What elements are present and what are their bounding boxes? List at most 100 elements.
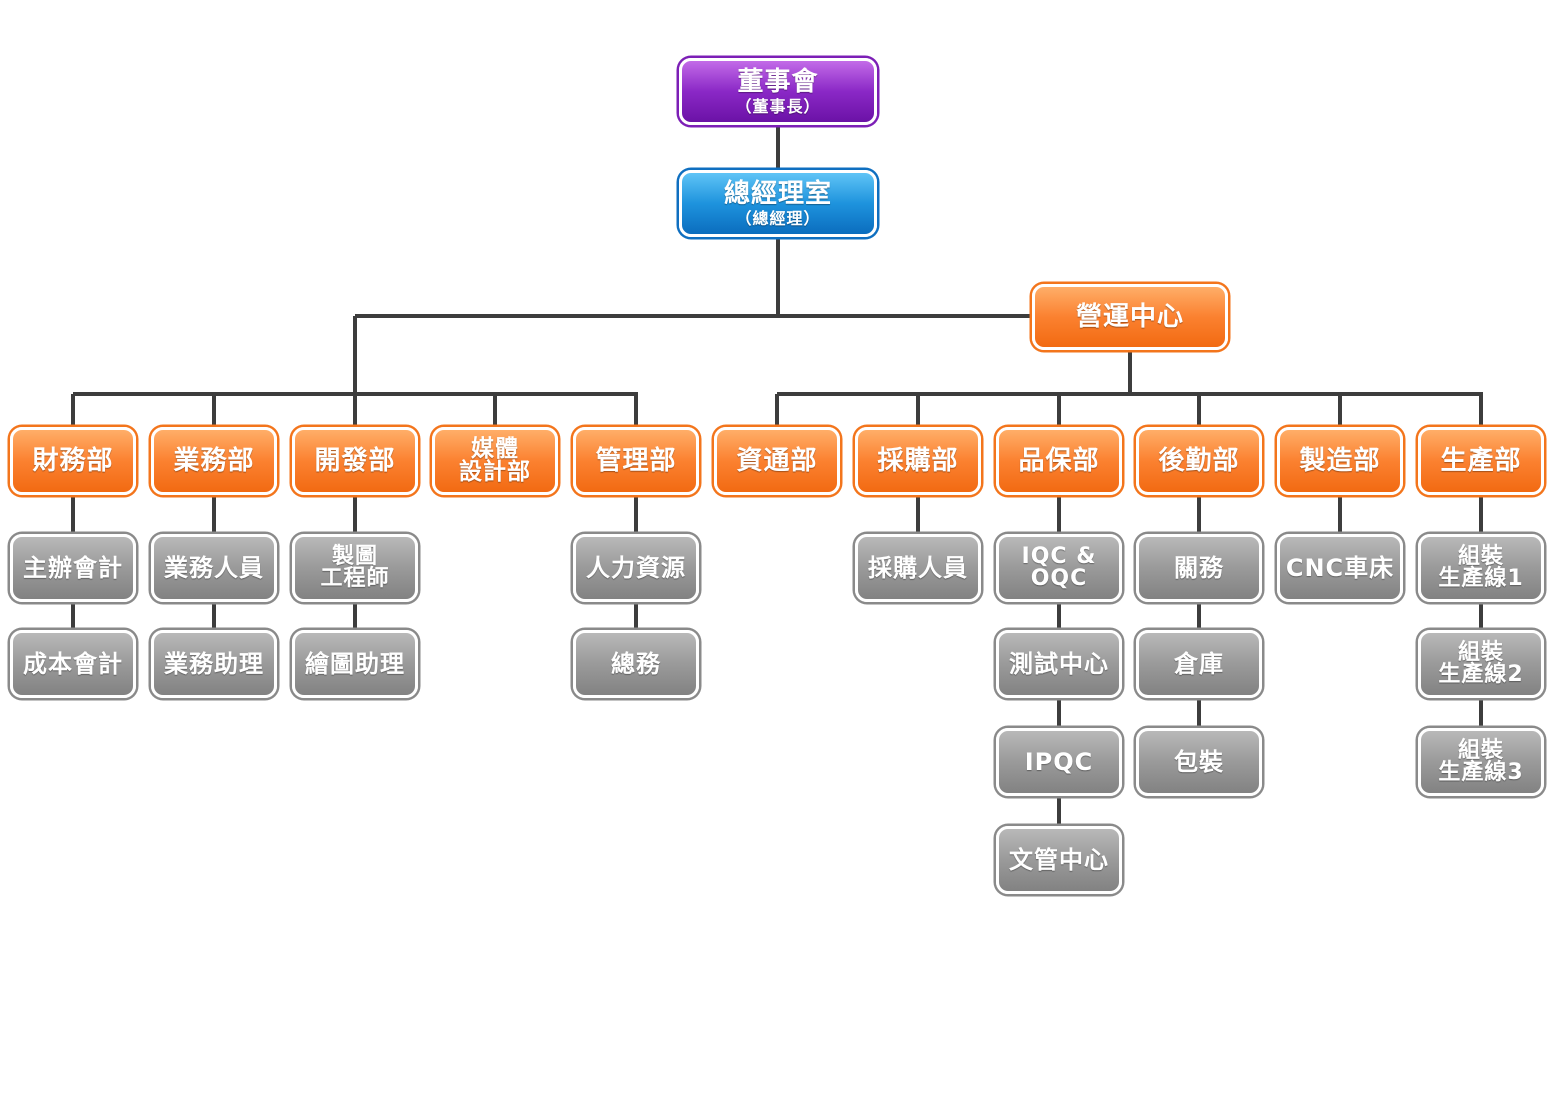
- dept-development: 開發部: [292, 427, 418, 495]
- unit-development-2: 繪圖助理: [292, 630, 418, 698]
- unit-label: 文管中心: [1009, 846, 1109, 874]
- dept-purchasing: 採購部: [855, 427, 981, 495]
- connector-line: [1197, 394, 1201, 427]
- connector-line: [1197, 698, 1201, 728]
- dept-label: 媒體 設計部: [459, 435, 531, 485]
- unit-label: 繪圖助理: [305, 650, 405, 678]
- unit-label: 採購人員: [868, 554, 968, 582]
- dept-quality: 品保部: [996, 427, 1122, 495]
- board-title: 董事會: [737, 66, 819, 97]
- connector-line: [212, 602, 216, 630]
- unit-sales-2: 業務助理: [151, 630, 277, 698]
- unit-manufacturing-1: CNC車床: [1277, 534, 1403, 602]
- connector-line: [634, 394, 638, 427]
- unit-quality-3: IPQC: [996, 728, 1122, 796]
- unit-logistics-1: 關務: [1136, 534, 1262, 602]
- unit-finance-2: 成本會計: [10, 630, 136, 698]
- connector-line: [353, 316, 357, 394]
- connector-line: [776, 237, 780, 316]
- connector-line: [776, 125, 780, 170]
- unit-finance-1: 主辦會計: [10, 534, 136, 602]
- connector-line: [212, 394, 216, 427]
- connector-line: [634, 495, 638, 534]
- unit-label: 主辦會計: [23, 554, 123, 582]
- connector-line: [71, 495, 75, 534]
- dept-production: 生產部: [1418, 427, 1544, 495]
- connector-line: [73, 392, 638, 396]
- connector-line: [71, 602, 75, 630]
- unit-label: 組裝 生產線3: [1438, 737, 1524, 785]
- unit-development-1: 製圖 工程師: [292, 534, 418, 602]
- unit-management-2: 總務: [573, 630, 699, 698]
- unit-label: 製圖 工程師: [320, 543, 390, 591]
- unit-management-1: 人力資源: [573, 534, 699, 602]
- unit-label: 總務: [611, 650, 661, 678]
- connector-line: [1479, 602, 1483, 630]
- unit-label: 倉庫: [1174, 650, 1224, 678]
- operations-center-title: 營運中心: [1075, 302, 1184, 332]
- dept-label: 後勤部: [1158, 446, 1240, 476]
- unit-label: 人力資源: [586, 554, 686, 582]
- dept-label: 製造部: [1299, 446, 1381, 476]
- connector-line: [775, 394, 779, 427]
- unit-label: 業務人員: [164, 554, 264, 582]
- unit-quality-1: IQC & OQC: [996, 534, 1122, 602]
- connector-line: [212, 495, 216, 534]
- connector-line: [634, 602, 638, 630]
- dept-manufacturing: 製造部: [1277, 427, 1403, 495]
- board-subtitle: （董事長）: [735, 96, 821, 116]
- general-manager-node: 總經理室 （總經理）: [679, 170, 877, 237]
- dept-sales: 業務部: [151, 427, 277, 495]
- dept-logistics: 後勤部: [1136, 427, 1262, 495]
- dept-media-design: 媒體 設計部: [432, 427, 558, 495]
- board-node: 董事會 （董事長）: [679, 58, 877, 125]
- dept-management: 管理部: [573, 427, 699, 495]
- connector-line: [916, 495, 920, 534]
- connector-line: [353, 602, 357, 630]
- connector-line: [1057, 602, 1061, 630]
- unit-label: 成本會計: [23, 650, 123, 678]
- dept-label: 開發部: [314, 446, 396, 476]
- unit-label: CNC車床: [1285, 554, 1395, 582]
- unit-label: IPQC: [1024, 748, 1094, 776]
- unit-production-3: 組裝 生產線3: [1418, 728, 1544, 796]
- connector-line: [1479, 394, 1483, 427]
- connector-line: [1128, 350, 1132, 394]
- dept-label: 資通部: [736, 446, 818, 476]
- unit-label: IQC & OQC: [1021, 543, 1097, 591]
- connector-line: [353, 394, 357, 427]
- unit-label: 組裝 生產線2: [1438, 639, 1524, 687]
- unit-label: 包裝: [1174, 748, 1224, 776]
- dept-label: 品保部: [1018, 446, 1100, 476]
- connector-line: [1057, 495, 1061, 534]
- dept-finance: 財務部: [10, 427, 136, 495]
- connector-line: [1057, 796, 1061, 826]
- connector-line: [1057, 698, 1061, 728]
- connector-line: [777, 392, 1483, 396]
- dept-it: 資通部: [714, 427, 840, 495]
- connector-line: [71, 394, 75, 427]
- dept-label: 採購部: [877, 446, 959, 476]
- dept-label: 生產部: [1440, 446, 1522, 476]
- connector-line: [1479, 698, 1483, 728]
- general-manager-title: 總經理室: [723, 178, 832, 209]
- operations-center-node: 營運中心: [1032, 284, 1228, 350]
- connector-line: [1057, 394, 1061, 427]
- unit-quality-2: 測試中心: [996, 630, 1122, 698]
- unit-label: 測試中心: [1009, 650, 1109, 678]
- connector-line: [1197, 602, 1201, 630]
- unit-label: 組裝 生產線1: [1438, 543, 1524, 591]
- dept-label: 財務部: [32, 446, 114, 476]
- connector-line: [1338, 495, 1342, 534]
- unit-purchasing-1: 採購人員: [855, 534, 981, 602]
- unit-quality-4: 文管中心: [996, 826, 1122, 894]
- unit-label: 業務助理: [164, 650, 264, 678]
- connector-line: [1197, 495, 1201, 534]
- unit-logistics-3: 包裝: [1136, 728, 1262, 796]
- unit-logistics-2: 倉庫: [1136, 630, 1262, 698]
- general-manager-subtitle: （總經理）: [735, 208, 821, 228]
- dept-label: 管理部: [595, 446, 677, 476]
- unit-sales-1: 業務人員: [151, 534, 277, 602]
- connector-line: [916, 394, 920, 427]
